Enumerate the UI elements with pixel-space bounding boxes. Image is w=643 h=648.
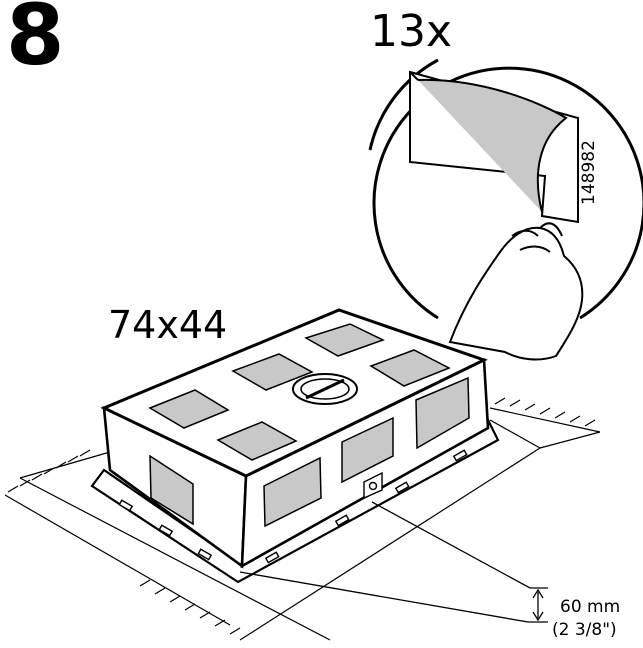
step-number: 8	[6, 0, 64, 84]
terminal-box	[363, 471, 383, 500]
top-pads	[148, 323, 451, 461]
side-pads	[149, 376, 470, 528]
dimension-lines	[239, 501, 548, 623]
part-number-label: 148982	[579, 140, 599, 205]
mounting-clips	[118, 449, 468, 564]
adhesive-pad-sheet	[409, 70, 579, 224]
vent-oval	[292, 373, 358, 405]
detail-callout	[368, 58, 643, 320]
hand-drawing	[448, 222, 584, 361]
countertop-hatching	[4, 397, 601, 635]
hob-body	[90, 308, 500, 584]
quantity-label: 13x	[370, 6, 453, 57]
measurement-mm-label: 60 mm	[560, 597, 621, 617]
countertop-outline	[19, 419, 601, 641]
measurement-inch-label: (2 3/8")	[552, 620, 617, 640]
cutout-size-label: 74x44	[108, 303, 228, 347]
